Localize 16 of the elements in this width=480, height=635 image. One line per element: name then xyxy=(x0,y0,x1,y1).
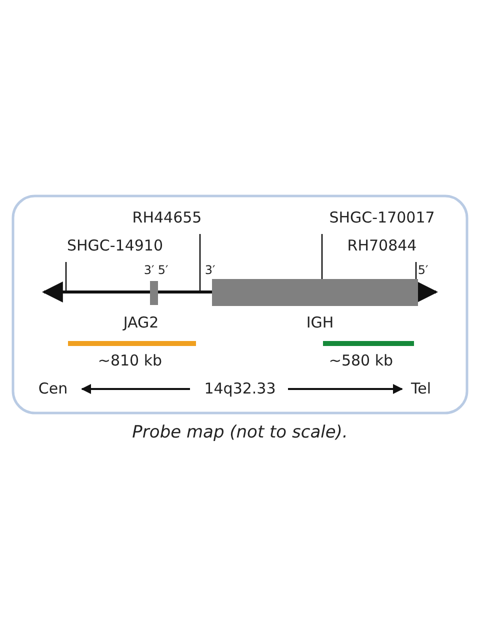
gene-label: JAG2 xyxy=(123,316,159,330)
gene-label: IGH xyxy=(306,316,334,330)
end-label: 3′ xyxy=(144,264,154,276)
size-label: ~810 kb xyxy=(98,354,162,368)
direction-label: Cen xyxy=(38,382,68,396)
size-label: ~580 kb xyxy=(328,354,394,368)
marker-label: RH44655 xyxy=(132,210,202,226)
end-label: 5′ xyxy=(418,264,428,276)
direction-label: Tel xyxy=(411,382,431,396)
band-label: 14q32.33 xyxy=(204,382,276,396)
end-label: 3′ xyxy=(204,264,216,276)
marker-label: SHGC-170017 xyxy=(329,210,435,226)
marker-label: SHGC-14910 xyxy=(66,238,164,254)
marker-label: RH70844 xyxy=(347,238,417,254)
end-label: 5′ xyxy=(158,264,168,276)
caption: Probe map (not to scale). xyxy=(132,424,348,442)
